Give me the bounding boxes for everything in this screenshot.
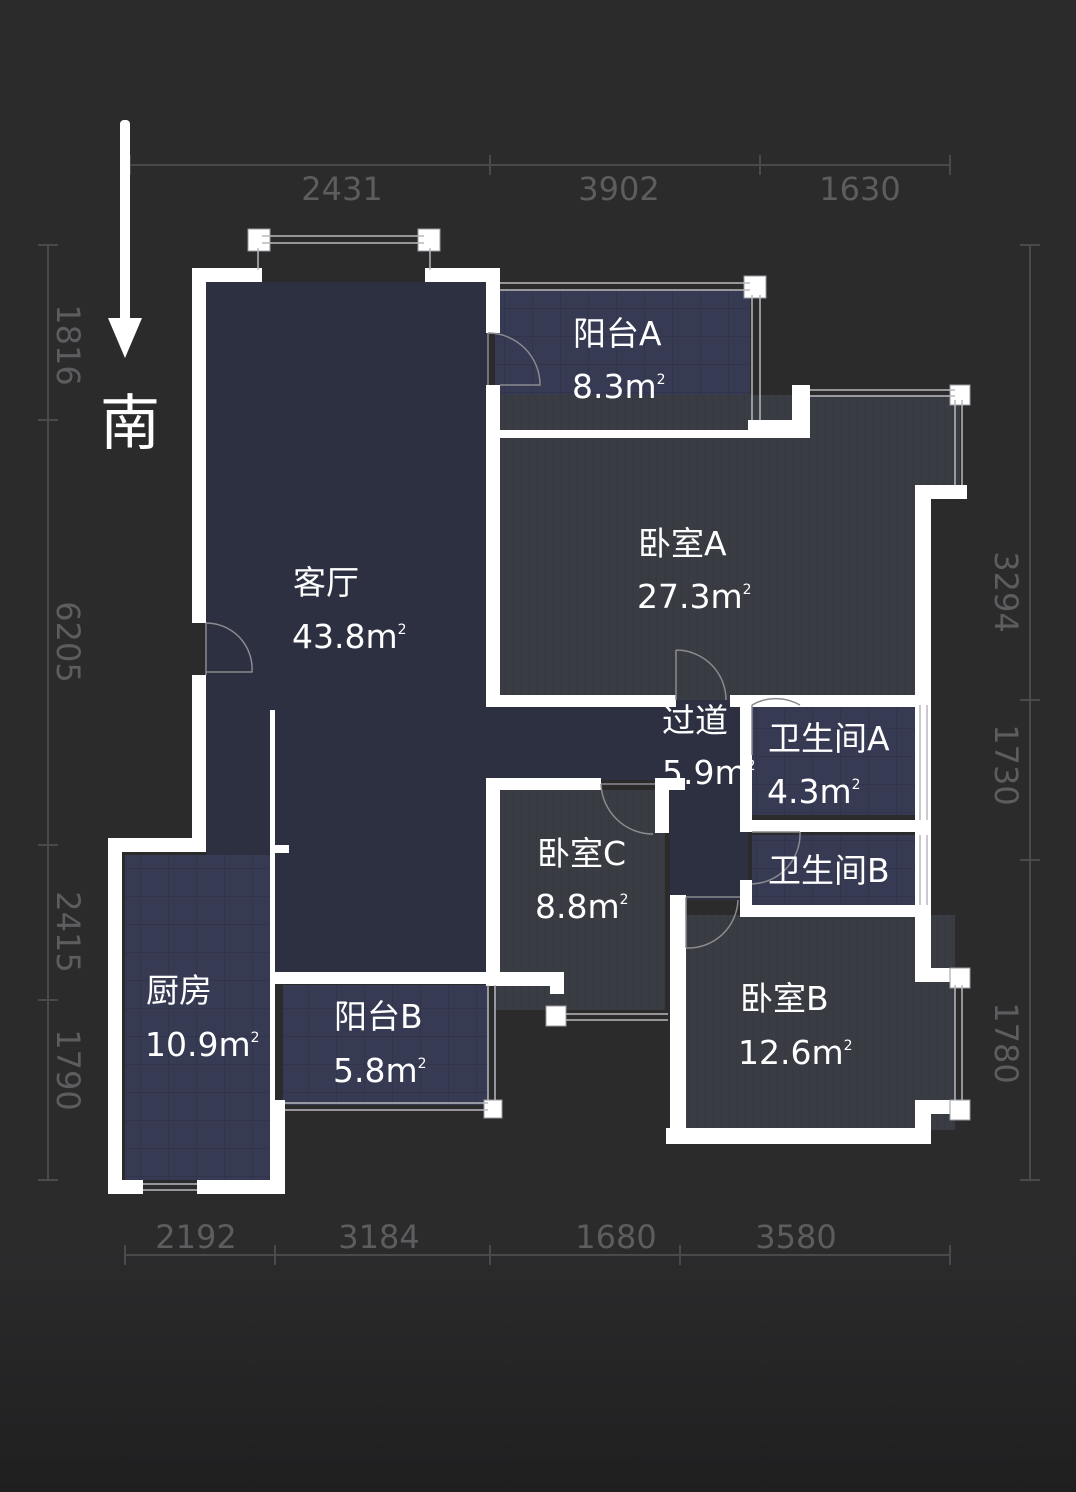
bedroom-c-area: 8.8m2 [535,887,629,926]
dim-right-2: 1730 [987,724,1025,805]
balcony-b-name: 阳台B [334,997,423,1036]
bathroom-a-name: 卫生间A [768,719,890,758]
dim-bottom-1: 2192 [155,1218,236,1256]
living-room-area: 43.8m2 [292,617,407,656]
kitchen-area: 10.9m2 [145,1025,260,1064]
bedroom-b-name: 卧室B [740,979,829,1018]
dim-bottom-3: 1680 [575,1218,656,1256]
dim-right-1: 3294 [987,551,1025,632]
kitchen-name: 厨房 [146,971,212,1010]
corridor-area: 5.9m2 [662,753,756,792]
bottom-shade [0,1250,1076,1492]
arrow-down-icon [108,120,142,358]
dim-left-1: 1816 [49,304,87,385]
bathroom-a-area: 4.3m2 [767,772,861,811]
dimension-lines [38,155,1040,1265]
dim-bottom-2: 3184 [338,1218,419,1256]
bedroom-a-area: 27.3m2 [637,577,752,616]
living-room-name: 客厅 [293,563,359,602]
dim-top-2: 3902 [578,170,659,208]
dim-top-1: 2431 [301,170,382,208]
window-posts [247,228,971,1121]
balcony-a-area: 8.3m2 [572,367,666,406]
corridor-name: 过道 [662,701,728,740]
bedroom-b-area: 12.6m2 [738,1033,853,1072]
dim-left-2: 6205 [49,601,87,682]
bathroom-b-name: 卫生间B [768,851,890,890]
balcony-a-name: 阳台A [573,314,662,353]
dim-top-3: 1630 [819,170,900,208]
dim-right-3: 1780 [987,1002,1025,1083]
bedroom-c-name: 卧室C [537,834,626,873]
window-frames [143,235,963,1191]
dim-left-3: 2415 [49,891,87,972]
balcony-b-area: 5.8m2 [333,1051,427,1090]
room-labels: 客厅 43.8m2 阳台A 8.3m2 卧室A 27.3m2 过道 5.9m2 … [145,314,890,1090]
compass-direction: 南 [100,389,160,459]
dim-bottom-4: 3580 [755,1218,836,1256]
door-swings [205,332,801,949]
bedroom-a-name: 卧室A [638,524,727,563]
dim-left-4: 1790 [49,1029,87,1110]
